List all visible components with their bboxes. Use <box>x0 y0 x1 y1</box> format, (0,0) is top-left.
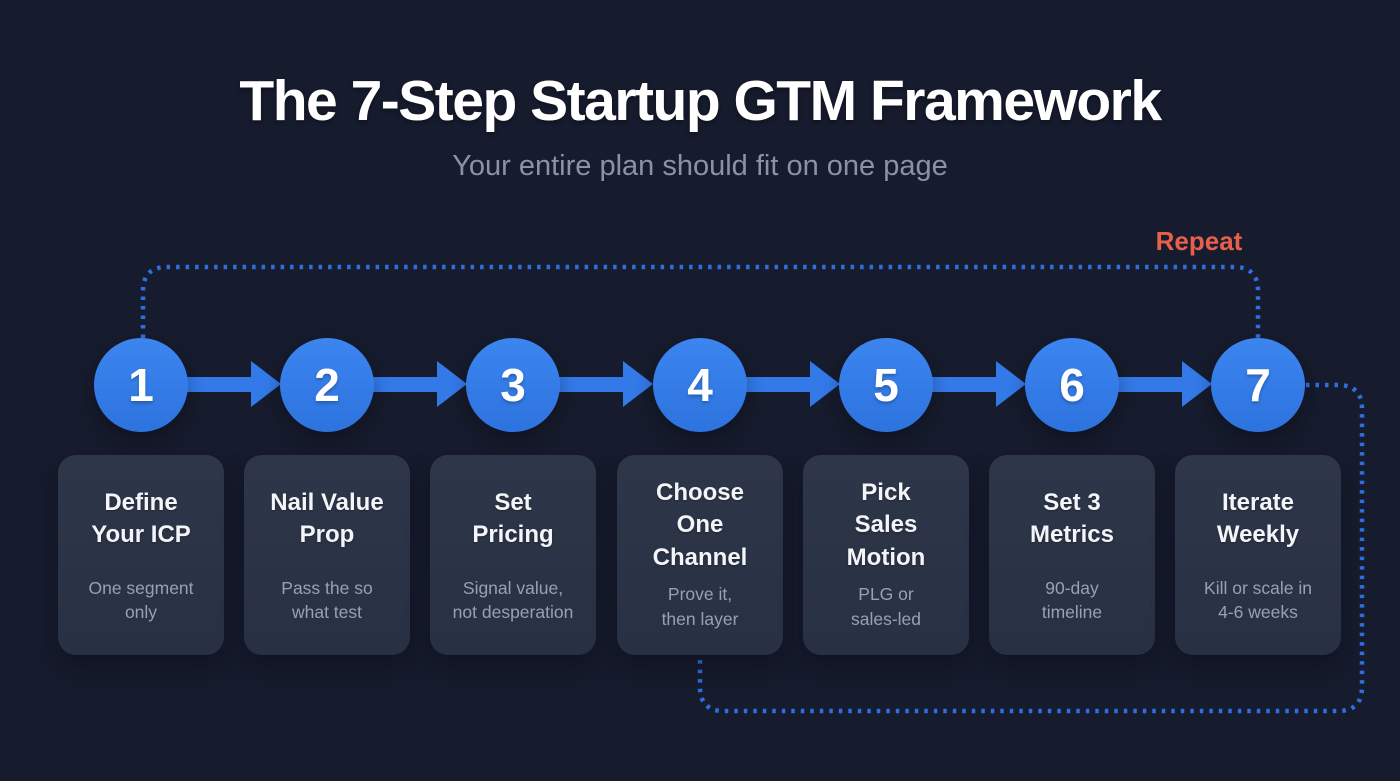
arrow-head <box>1182 361 1212 407</box>
arrow-icon-step6-to-step7 <box>1114 361 1212 408</box>
header: The 7-Step Startup GTM Framework Your en… <box>0 0 1400 183</box>
step-2-card: Nail Value Prop Pass the so what test <box>244 455 410 655</box>
arrow-body <box>183 377 254 392</box>
step-column-7: 7 Iterate Weekly Kill or scale in 4-6 we… <box>1175 338 1341 655</box>
card-subtitle: 90-day timeline <box>1041 577 1103 623</box>
card-subtitle: One segment only <box>88 577 194 623</box>
step-5-card: Pick Sales Motion PLG or sales-led <box>803 455 969 655</box>
arrow-body <box>928 377 999 392</box>
step-1-card: Define Your ICP One segment only <box>58 455 224 655</box>
card-title: Nail Value Prop <box>270 488 384 548</box>
card-subtitle: Kill or scale in 4-6 weeks <box>1204 577 1312 623</box>
arrow-head <box>251 361 281 407</box>
step-number: 3 <box>500 359 526 411</box>
arrow-head <box>623 361 653 407</box>
step-column-3: 3 Set Pricing Signal value, not desperat… <box>430 338 596 655</box>
step-column-6: 6 Set 3 Metrics 90-day timeline <box>989 338 1155 655</box>
arrow-head <box>996 361 1026 407</box>
step-number: 7 <box>1245 359 1271 411</box>
arrow-body <box>1114 377 1185 392</box>
step-7-card: Iterate Weekly Kill or scale in 4-6 week… <box>1175 455 1341 655</box>
arrow-icon-step5-to-step6 <box>928 361 1026 408</box>
card-title: Set 3 Metrics <box>1029 488 1115 548</box>
card-subtitle: Prove it, then layer <box>661 584 739 629</box>
step-number: 5 <box>873 359 899 411</box>
card-subtitle: PLG or sales-led <box>850 584 922 629</box>
step-column-1: 1 Define Your ICP One segment only <box>58 338 224 655</box>
step-2-circle: 2 <box>280 338 374 432</box>
arrow-body <box>555 377 626 392</box>
arrow-icon-step2-to-step3 <box>369 361 467 408</box>
arrow-body <box>742 377 813 392</box>
arrow-icon-step1-to-step2 <box>183 361 281 408</box>
card-title: Choose One Channel <box>652 479 748 571</box>
card-title: Pick Sales Motion <box>846 479 926 571</box>
card-title: Define Your ICP <box>91 488 191 548</box>
step-4-card: Choose One Channel Prove it, then layer <box>617 455 783 655</box>
step-number: 4 <box>687 359 713 411</box>
step-column-5: 5 Pick Sales Motion PLG or sales-led <box>803 338 969 655</box>
arrow-icon-step3-to-step4 <box>555 361 653 408</box>
step-column-4: 4 Choose One Channel Prove it, then laye… <box>617 338 783 655</box>
step-6-card: Set 3 Metrics 90-day timeline <box>989 455 1155 655</box>
step-4-circle: 4 <box>653 338 747 432</box>
arrow-icon-step4-to-step5 <box>742 361 840 408</box>
page-subtitle: Your entire plan should fit on one page <box>452 150 948 182</box>
channel-loop-path <box>697 382 1365 714</box>
step-6-circle: 6 <box>1025 338 1119 432</box>
card-subtitle: Signal value, not desperation <box>452 577 574 623</box>
arrow-head <box>437 361 467 407</box>
arrow-body <box>369 377 440 392</box>
page-title: The 7-Step Startup GTM Framework <box>239 69 1162 133</box>
arrow-head <box>810 361 840 407</box>
step-column-2: 2 Nail Value Prop Pass the so what test <box>244 338 410 655</box>
step-3-card: Set Pricing Signal value, not desperatio… <box>430 455 596 655</box>
step-7-circle: 7 <box>1211 338 1305 432</box>
step-3-circle: 3 <box>466 338 560 432</box>
step-number: 6 <box>1059 359 1085 411</box>
step-1-circle: 1 <box>94 338 188 432</box>
card-title: Iterate Weekly <box>1216 488 1300 548</box>
step-number: 1 <box>128 359 154 411</box>
step-5-circle: 5 <box>839 338 933 432</box>
card-subtitle: Pass the so what test <box>281 577 373 623</box>
repeat-label: Repeat <box>1155 226 1243 256</box>
card-title: Set Pricing <box>472 488 554 548</box>
repeat-loop-path <box>140 264 1261 338</box>
step-number: 2 <box>314 359 340 411</box>
